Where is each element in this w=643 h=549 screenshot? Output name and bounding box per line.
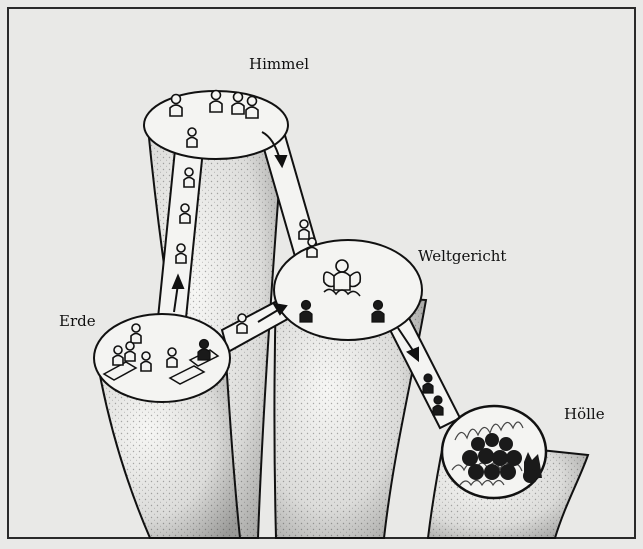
label-heaven: Himmel [249, 55, 309, 73]
label-last-judgment: Weltgericht [418, 247, 506, 265]
figure-earth-black [198, 340, 210, 361]
label-earth: Erde [59, 312, 96, 330]
label-hell: Hölle [564, 405, 605, 423]
